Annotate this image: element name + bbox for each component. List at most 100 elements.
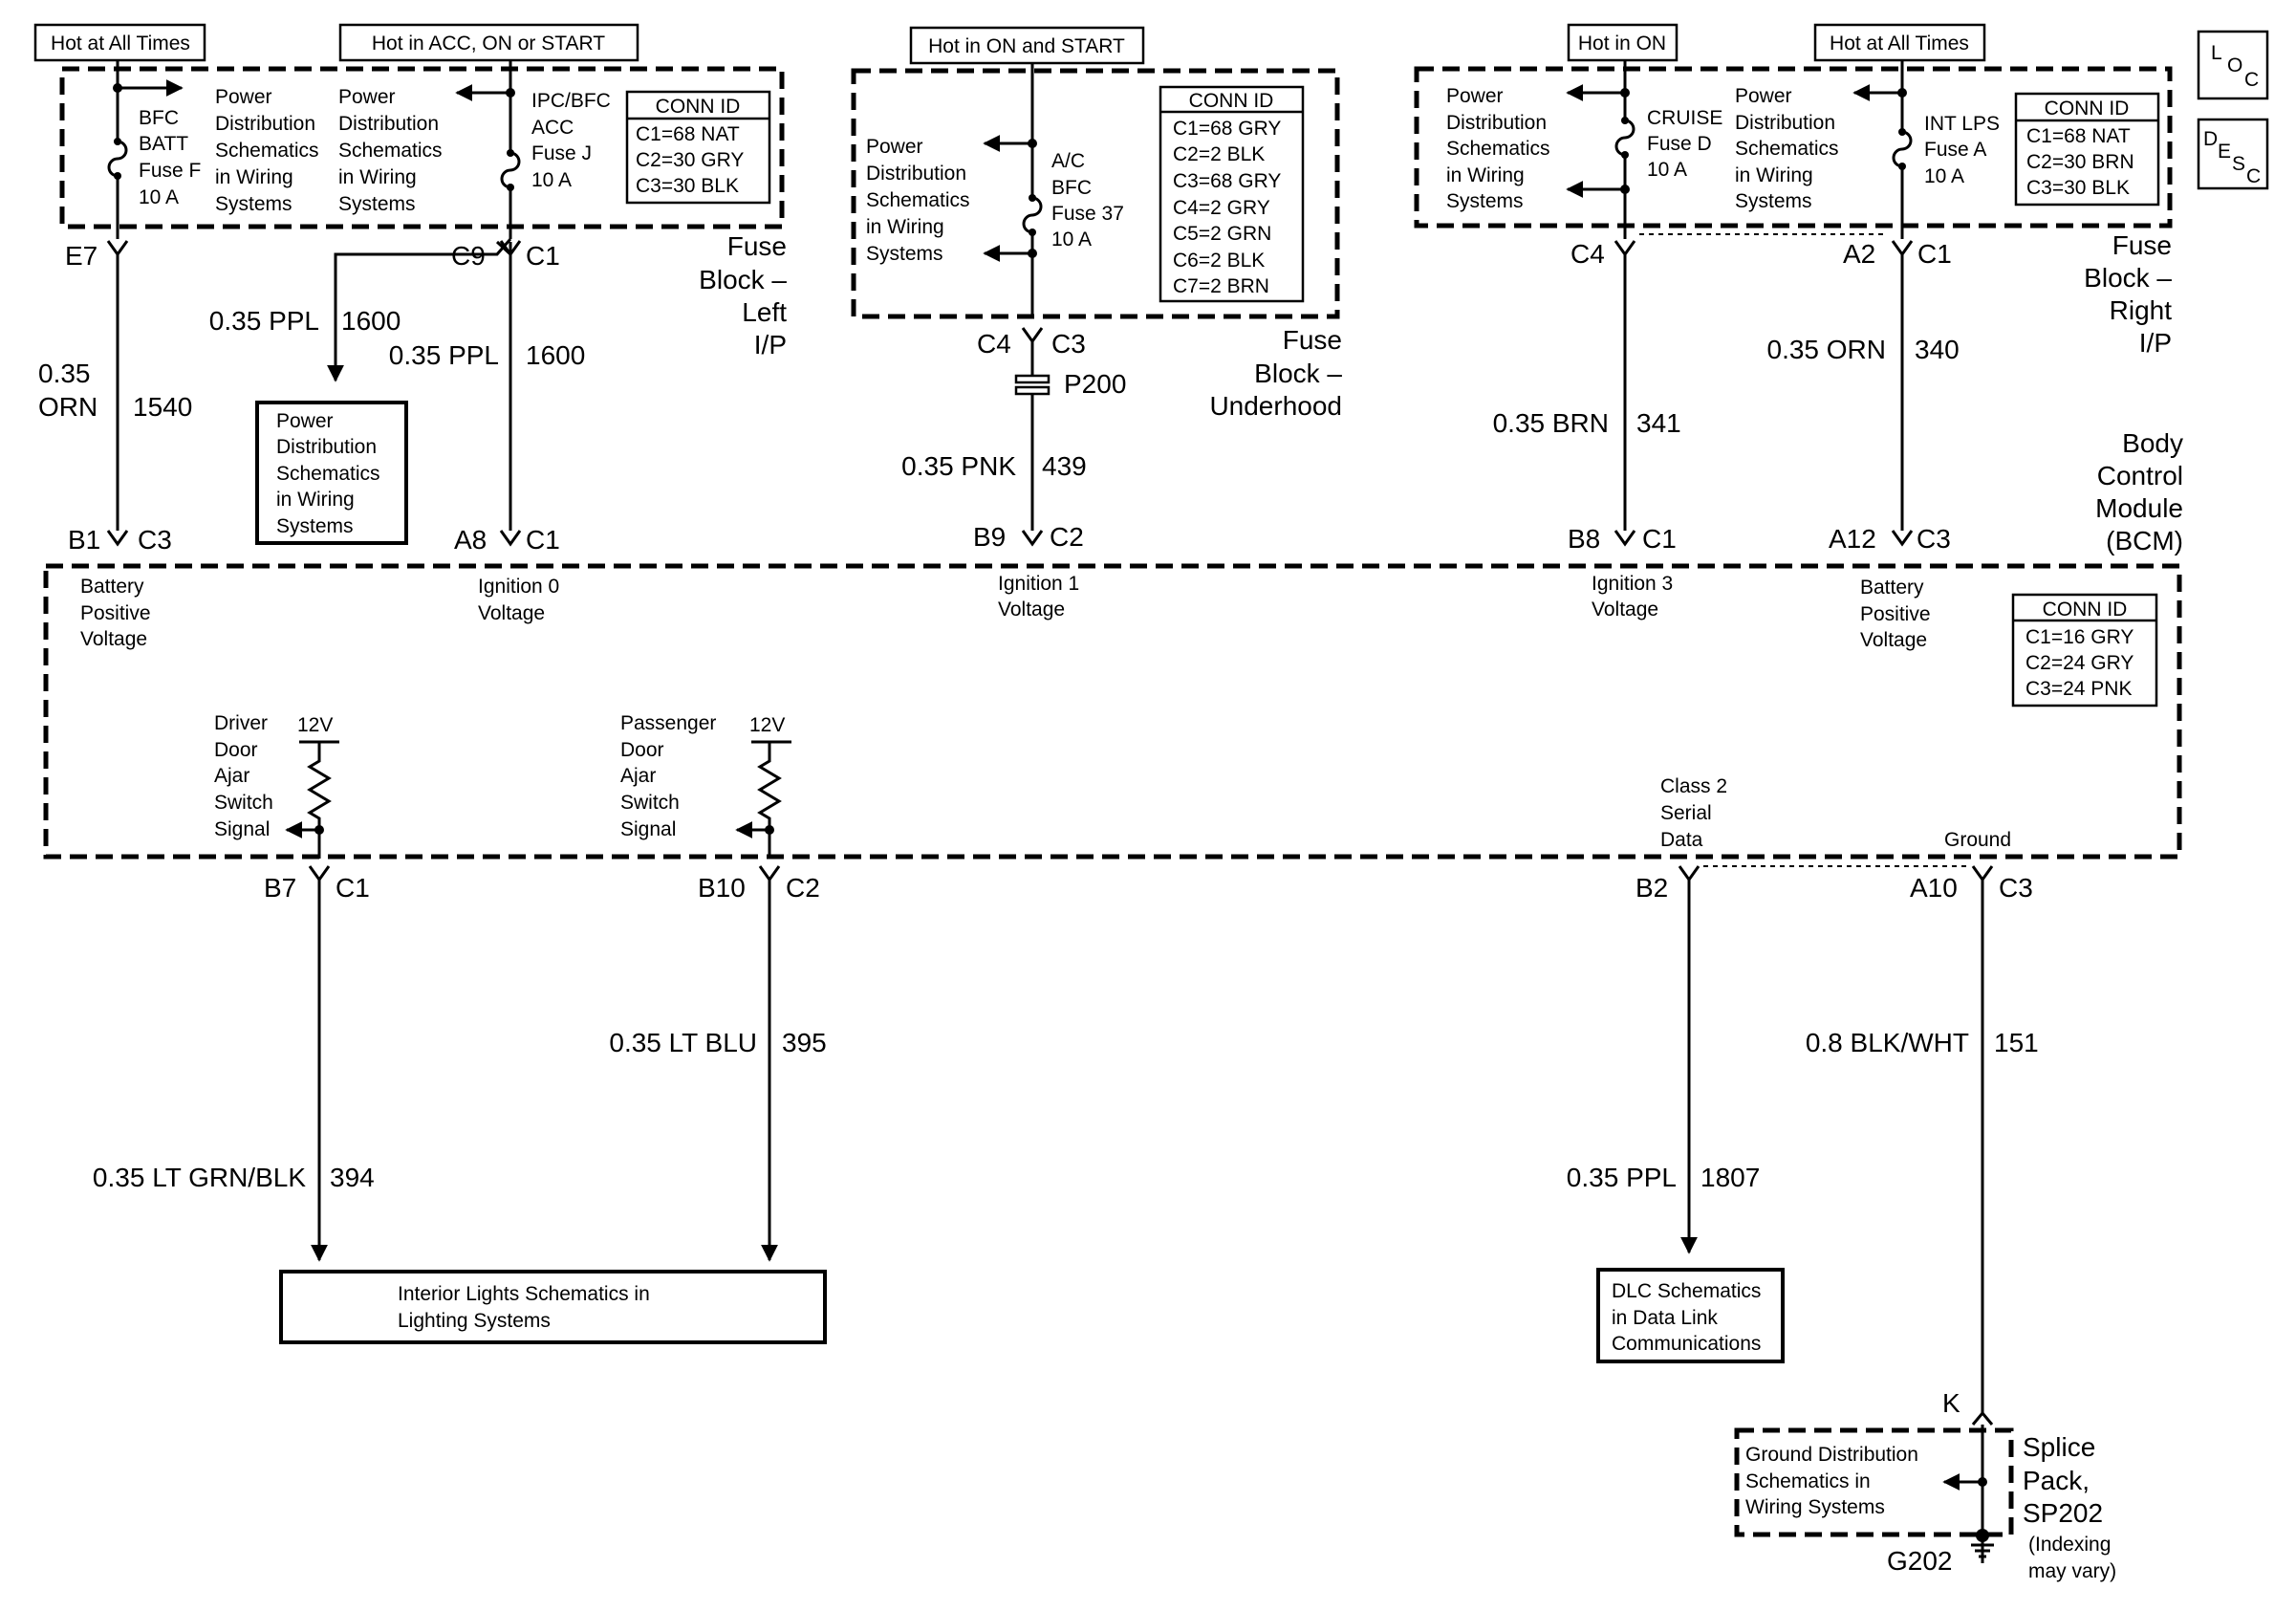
pin-e7: E7 <box>65 241 97 271</box>
svg-text:Block –: Block – <box>1254 359 1342 388</box>
svg-text:Right: Right <box>2110 295 2173 325</box>
svg-text:in Wiring: in Wiring <box>276 489 355 511</box>
svg-text:Ignition 3: Ignition 3 <box>1592 573 1673 595</box>
svg-text:A10: A10 <box>1910 873 1958 903</box>
svg-text:0.35 PPL: 0.35 PPL <box>209 306 319 336</box>
svg-text:1540: 1540 <box>133 392 192 422</box>
splice-pack-name: Splice Pack, SP202 <box>2023 1432 2103 1528</box>
svg-text:BFC: BFC <box>1051 177 1092 199</box>
wire-340: 0.35 ORN 340 <box>1767 335 1960 364</box>
fuse-block-underhood-name: Fuse Block – Underhood <box>1209 325 1342 421</box>
power-distribution-ref-right-1[interactable]: Power Distribution Schematics in Wiring … <box>1446 85 1550 212</box>
svg-text:Serial: Serial <box>1660 802 1712 824</box>
svg-text:CONN ID: CONN ID <box>1189 90 1274 112</box>
svg-text:Systems: Systems <box>1446 190 1524 212</box>
svg-text:0.35 PPL: 0.35 PPL <box>389 340 499 370</box>
bcm-bottom-pins: B7 C1 B10 C2 B2 A10 C3 <box>264 865 2033 903</box>
svg-text:C1=16 GRY: C1=16 GRY <box>2025 626 2134 648</box>
svg-text:Body: Body <box>2122 428 2183 458</box>
svg-text:Wiring Systems: Wiring Systems <box>1745 1496 1885 1518</box>
svg-text:Block –: Block – <box>2084 263 2172 293</box>
svg-text:0.8 BLK/WHT: 0.8 BLK/WHT <box>1806 1028 1969 1057</box>
svg-text:Distribution: Distribution <box>1735 112 1835 134</box>
svg-text:E: E <box>2218 141 2231 163</box>
dlc-schematics-box[interactable]: DLC Schematics in Data Link Communicatio… <box>1596 1268 1785 1363</box>
svg-text:C2=30 BRN: C2=30 BRN <box>2026 151 2134 173</box>
svg-text:in Wiring: in Wiring <box>215 166 293 188</box>
svg-text:Block –: Block – <box>699 265 787 294</box>
svg-text:in Wiring: in Wiring <box>866 216 944 238</box>
wire-1807: 0.35 PPL 1807 <box>1567 1163 1761 1192</box>
svg-text:Ajar: Ajar <box>214 765 249 787</box>
svg-text:CONN ID: CONN ID <box>2043 599 2128 620</box>
svg-text:SP202: SP202 <box>2023 1498 2103 1528</box>
desc-button[interactable]: D E S C <box>2197 118 2269 190</box>
svg-text:Voltage: Voltage <box>1592 599 1658 620</box>
header-hot-in-acc-on-start: Hot in ACC, ON or START <box>338 23 639 62</box>
svg-text:Left: Left <box>742 297 787 327</box>
svg-text:Systems: Systems <box>276 515 354 537</box>
svg-text:Distribution: Distribution <box>276 436 377 458</box>
power-distribution-box-left[interactable]: Power Distribution Schematics in Wiring … <box>255 401 408 545</box>
svg-text:B8: B8 <box>1568 524 1600 554</box>
power-distribution-ref-underhood[interactable]: Power Distribution Schematics in Wiring … <box>866 136 970 265</box>
power-distribution-ref-right-2[interactable]: Power Distribution Schematics in Wiring … <box>1735 85 1839 212</box>
svg-text:Voltage: Voltage <box>478 602 545 624</box>
svg-text:0.35 BRN: 0.35 BRN <box>1493 408 1609 438</box>
svg-text:Ground Distribution: Ground Distribution <box>1745 1444 1918 1466</box>
svg-text:Hot at All Times: Hot at All Times <box>51 33 190 54</box>
svg-text:10 A: 10 A <box>139 186 179 208</box>
svg-text:0.35 LT GRN/BLK: 0.35 LT GRN/BLK <box>93 1163 306 1192</box>
pin-c3-underhood: C3 <box>1051 329 1086 359</box>
fuse-f-label: BFC BATT Fuse F 10 A <box>139 107 201 208</box>
svg-text:C: C <box>2244 69 2259 91</box>
svg-text:Pack,: Pack, <box>2023 1466 2090 1495</box>
svg-text:D: D <box>2203 128 2218 150</box>
header-hot-at-all-times-left: Hot at All Times <box>33 23 206 62</box>
svg-text:P200: P200 <box>1064 369 1126 399</box>
svg-text:395: 395 <box>782 1028 827 1057</box>
svg-text:Hot in ON and START: Hot in ON and START <box>928 35 1125 57</box>
svg-text:10 A: 10 A <box>1051 229 1092 250</box>
svg-text:ACC: ACC <box>531 117 574 139</box>
fuse-block-left-name: Fuse Block – Left I/P <box>699 231 787 359</box>
header-hot-in-on-and-start: Hot in ON and START <box>909 26 1145 65</box>
svg-text:IPC/BFC: IPC/BFC <box>531 90 611 112</box>
fuse-j-label: IPC/BFC ACC Fuse J 10 A <box>531 90 611 191</box>
bcm-ground-label: Ground <box>1944 829 2011 851</box>
svg-text:1600: 1600 <box>526 340 585 370</box>
svg-text:C6=2 BLK: C6=2 BLK <box>1173 250 1265 272</box>
svg-text:Fuse A: Fuse A <box>1924 139 1986 161</box>
ground-distribution-ref[interactable]: Ground Distribution Schematics in Wiring… <box>1745 1444 1918 1518</box>
svg-text:Class 2: Class 2 <box>1660 775 1727 797</box>
loc-button[interactable]: L O C <box>2197 30 2269 100</box>
svg-text:340: 340 <box>1915 335 1960 364</box>
svg-text:Schematics: Schematics <box>338 140 443 162</box>
svg-text:S: S <box>2232 153 2245 175</box>
fuse-37-label: A/C BFC Fuse 37 10 A <box>1051 150 1124 250</box>
svg-text:Systems: Systems <box>215 193 292 215</box>
svg-text:1600: 1600 <box>341 306 401 336</box>
svg-text:341: 341 <box>1636 408 1681 438</box>
svg-text:C3=24 PNK: C3=24 PNK <box>2025 678 2132 700</box>
fuse-a-label: INT LPS Fuse A 10 A <box>1924 113 2000 187</box>
interior-lights-schematics-box[interactable]: Interior Lights Schematics in Lighting S… <box>279 1270 827 1344</box>
power-distribution-ref-2[interactable]: Power Distribution Schematics in Wiring … <box>338 86 443 215</box>
svg-text:12V: 12V <box>297 714 333 736</box>
bcm-input-ignition-3: Ignition 3 Voltage <box>1592 573 1673 620</box>
power-distribution-ref-1[interactable]: Power Distribution Schematics in Wiring … <box>215 86 319 215</box>
svg-text:Splice: Splice <box>2023 1432 2095 1462</box>
svg-text:C3: C3 <box>138 525 172 555</box>
svg-text:C1: C1 <box>526 525 560 555</box>
svg-text:Lighting Systems: Lighting Systems <box>398 1310 551 1332</box>
svg-text:DLC Schematics: DLC Schematics <box>1612 1280 1761 1302</box>
body-control-module: Body Control Module (BCM) Battery Positi… <box>43 428 2183 860</box>
svg-text:Signal: Signal <box>214 818 270 840</box>
svg-text:Hot in ACC, ON or START: Hot in ACC, ON or START <box>372 33 605 54</box>
svg-text:Interior Lights Schematics in: Interior Lights Schematics in <box>398 1283 650 1305</box>
bcm-name: Body Control Module (BCM) <box>2095 428 2183 555</box>
svg-text:C2: C2 <box>1050 522 1084 552</box>
svg-text:B7: B7 <box>264 873 296 903</box>
svg-text:Distribution: Distribution <box>338 113 439 135</box>
ground-symbol-icon <box>1971 1543 1994 1558</box>
